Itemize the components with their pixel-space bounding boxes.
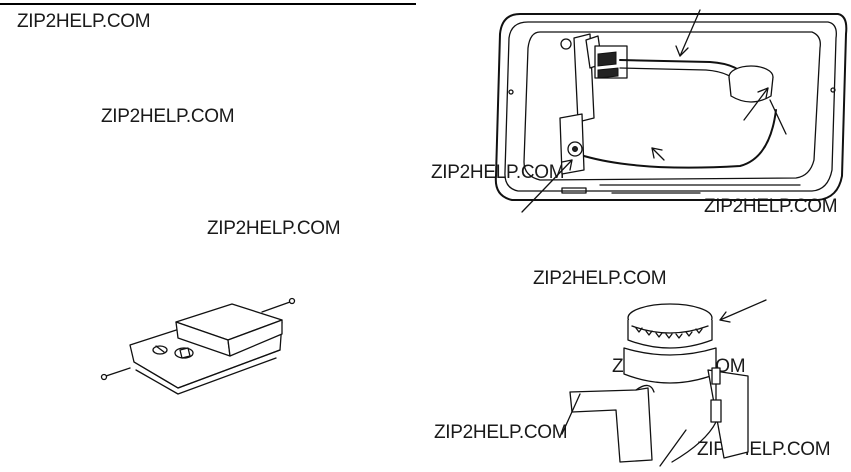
watermark-text: ZIP2HELP.COM: [17, 11, 151, 32]
watermark-text: ZIP2HELP.COM: [101, 106, 235, 127]
watermark-text: ZIP2HELP.COM: [431, 162, 565, 183]
watermark-text: ZIP2HELP.COM: [207, 218, 341, 239]
watermark-text: ZIP2HELP.COM: [704, 196, 838, 217]
watermark-text: ZIP2HELP.COM: [533, 268, 667, 289]
watermark-text: ZIP2HELP.COM: [434, 422, 568, 443]
header-rule: [0, 3, 416, 5]
